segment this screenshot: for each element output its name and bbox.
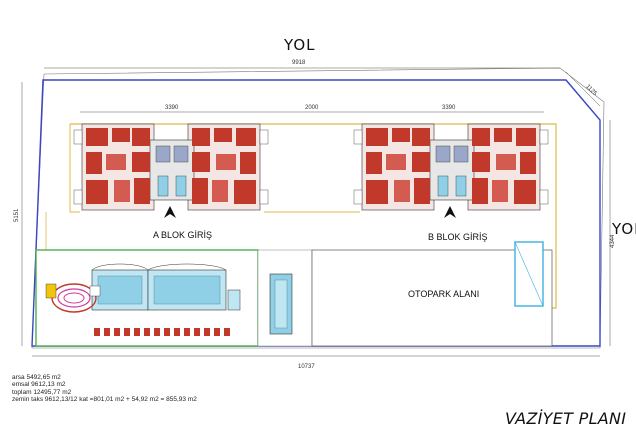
parking-area <box>311 249 553 347</box>
stat-emsal: emsal 9612,13 m2 <box>12 381 66 389</box>
walkway-path-left <box>69 124 80 213</box>
dim-block-a-width: 3390 <box>165 105 179 111</box>
dim-left-height: 5151 <box>14 208 20 222</box>
corner-dimension-line <box>565 71 601 107</box>
pool-area <box>91 263 241 311</box>
seating-row <box>94 328 230 336</box>
dim-top-corner: 1125 <box>584 84 598 98</box>
block-b-building <box>353 123 549 211</box>
playground <box>45 283 101 313</box>
block-b-entrance-label: B BLOK GİRİŞ <box>428 232 488 242</box>
small-pool-inner <box>274 279 288 329</box>
road-label-top: YOL <box>284 36 316 54</box>
block-a-entrance-arrow <box>164 206 176 218</box>
dim-top-overall: 9918 <box>292 60 306 66</box>
parking-stripe-diagonal <box>514 241 544 307</box>
road-label-right: YOL <box>612 220 636 238</box>
dim-gap-between-blocks: 2000 <box>305 105 319 111</box>
dim-block-b-width: 3390 <box>442 105 456 111</box>
block-a-entrance-label: A BLOK GİRİŞ <box>153 230 212 240</box>
plan-title: VAZİYET PLANI <box>505 409 627 428</box>
dim-right-height: 4344 <box>610 234 616 248</box>
block-b-entrance-arrow <box>444 206 456 218</box>
area-statistics: arsa 5492,65 m2 emsal 9612,13 m2 toplam … <box>12 374 197 404</box>
site-boundary <box>31 79 601 347</box>
parking-label: OTOPARK ALANI <box>408 289 479 299</box>
stat-land-area: arsa 5492,65 m2 <box>12 374 61 381</box>
block-a-building <box>73 123 269 211</box>
stat-footprint: zemin taks 9612,13/12 kat =801,01 m2 + 5… <box>12 396 197 404</box>
stat-total: toplam 12495,77 m2 <box>12 388 72 396</box>
dim-bottom-overall: 10737 <box>298 364 315 370</box>
